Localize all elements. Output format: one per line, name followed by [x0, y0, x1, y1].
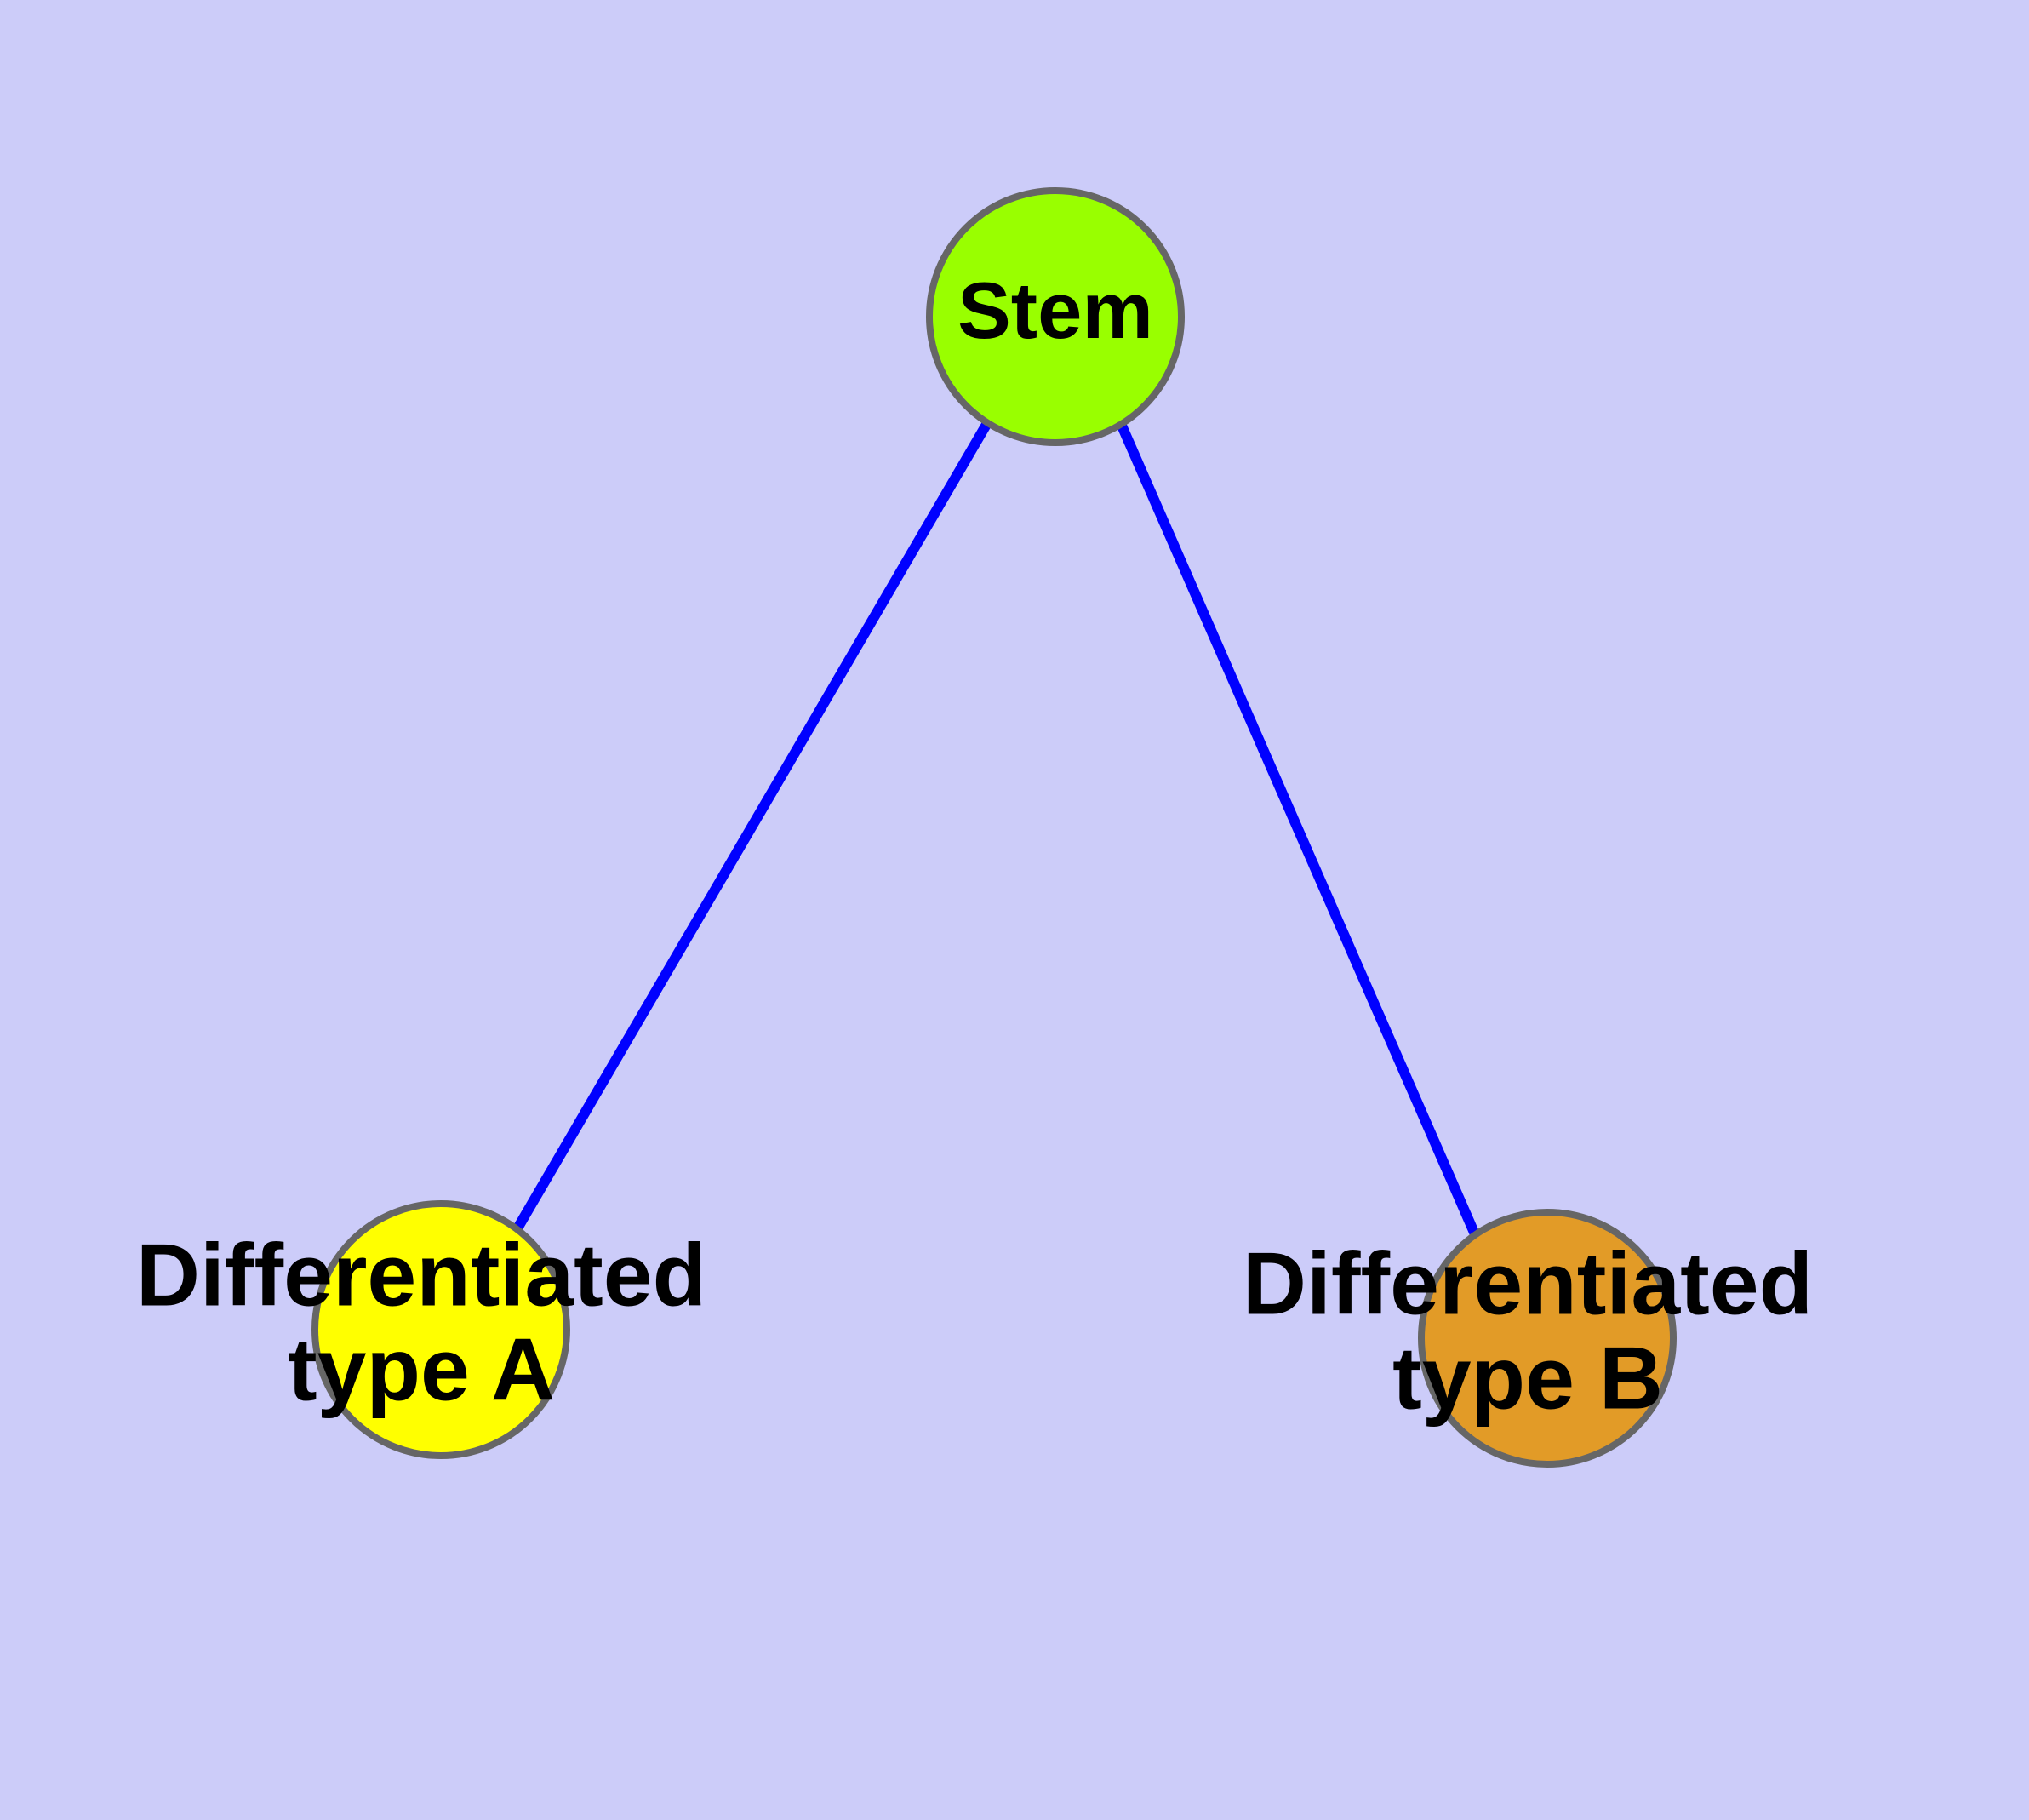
- node-diff-b[interactable]: [1418, 1209, 1677, 1468]
- node-diff-a-circle[interactable]: [311, 1200, 570, 1459]
- node-diff-a[interactable]: [311, 1200, 570, 1459]
- node-stem-circle[interactable]: [926, 187, 1185, 446]
- edge-stem-to-diff-a[interactable]: [512, 420, 992, 1232]
- edge-stem-to-diff-b[interactable]: [1117, 423, 1480, 1237]
- node-diff-b-circle[interactable]: [1418, 1209, 1677, 1468]
- node-stem-label: Stem: [957, 266, 1153, 355]
- node-stem[interactable]: [926, 187, 1185, 446]
- nodes-layer: [311, 187, 1677, 1468]
- edges-layer: [512, 420, 1480, 1237]
